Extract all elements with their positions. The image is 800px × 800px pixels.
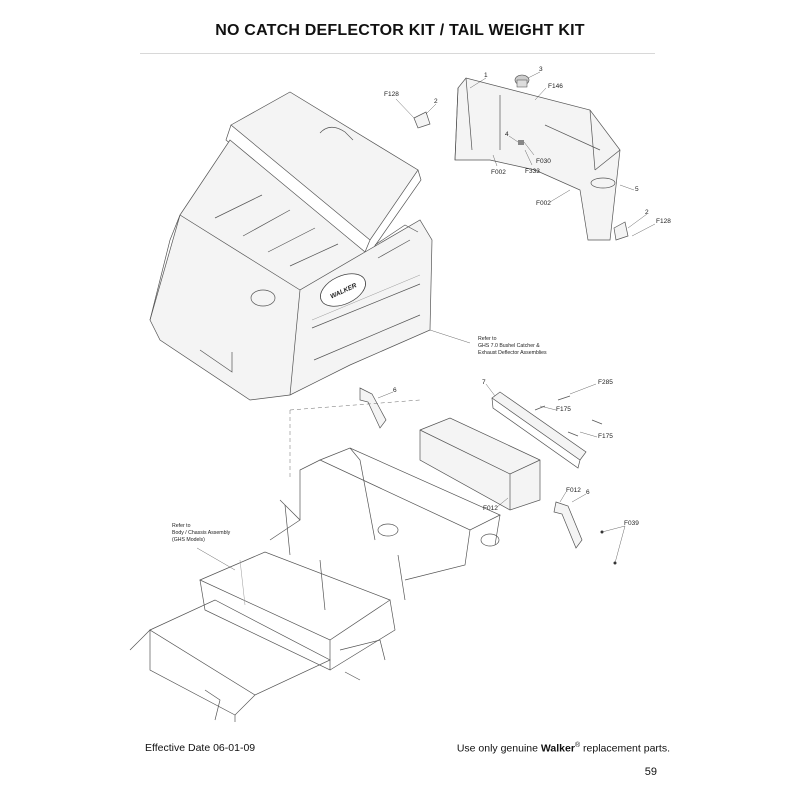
callout-f030: F030 — [536, 158, 551, 165]
callout-f002-right: F002 — [536, 200, 551, 207]
callout-3: 3 — [539, 66, 543, 73]
callout-f039: F039 — [624, 520, 639, 527]
page-number: 59 — [644, 766, 657, 778]
svg-text:Exhaust Deflector Assemblies: Exhaust Deflector Assemblies — [478, 350, 547, 356]
callout-f175-top: F175 — [556, 406, 571, 413]
svg-text:GHS 7.0 Bushel Catcher &: GHS 7.0 Bushel Catcher & — [478, 343, 540, 349]
svg-text:Refer to: Refer to — [172, 523, 191, 529]
callout-4: 4 — [505, 131, 509, 138]
callout-1: 1 — [484, 72, 488, 79]
callout-f128-top: F128 — [384, 91, 399, 98]
callout-2-right: 2 — [645, 209, 649, 216]
page-title: NO CATCH DEFLECTOR KIT / TAIL WEIGHT KIT — [215, 22, 585, 39]
callout-f012-left: F012 — [483, 505, 498, 512]
genuine-parts-notice: Use only genuine Walker® replacement par… — [456, 742, 670, 755]
callout-7: 7 — [482, 379, 486, 386]
callout-labels: 1 3 F146 F128 2 4 F030 F333 F002 F002 5 … — [384, 66, 671, 527]
catcher-reference-note: Refer to GHS 7.0 Bushel Catcher & Exhaus… — [478, 336, 547, 356]
no-catch-deflector-illustration — [413, 74, 629, 241]
callout-f175-bottom: F175 — [598, 433, 613, 440]
callout-2-top: 2 — [434, 98, 438, 105]
svg-text:Body / Chassis Assembly: Body / Chassis Assembly — [172, 530, 231, 536]
chassis-reference-note: Refer to Body / Chassis Assembly (GHS Mo… — [172, 523, 231, 543]
callout-f128-right: F128 — [656, 218, 671, 225]
svg-text:(GHS Models): (GHS Models) — [172, 537, 205, 543]
chassis-frame-illustration — [129, 417, 541, 722]
title-divider — [140, 53, 655, 54]
grass-catcher-illustration: WALKER — [149, 91, 433, 401]
callout-f333: F333 — [525, 168, 540, 175]
brand-name: Walker — [540, 742, 575, 755]
callout-f012-right: F012 — [566, 487, 581, 494]
svg-text:Refer to: Refer to — [478, 336, 497, 342]
tail-weight-illustration — [359, 387, 617, 565]
callout-f146: F146 — [548, 83, 563, 90]
walker-logo-badge: WALKER — [320, 273, 366, 307]
callout-5: 5 — [635, 186, 639, 193]
callout-6-bottom: 6 — [586, 489, 590, 496]
registered-mark: ® — [574, 742, 581, 749]
effective-date: Effective Date 06-01-09 — [145, 742, 256, 754]
callout-f002-top: F002 — [491, 169, 506, 176]
callout-f285: F285 — [598, 379, 613, 386]
callout-leaders — [196, 71, 656, 571]
callout-6-top: 6 — [393, 387, 397, 394]
